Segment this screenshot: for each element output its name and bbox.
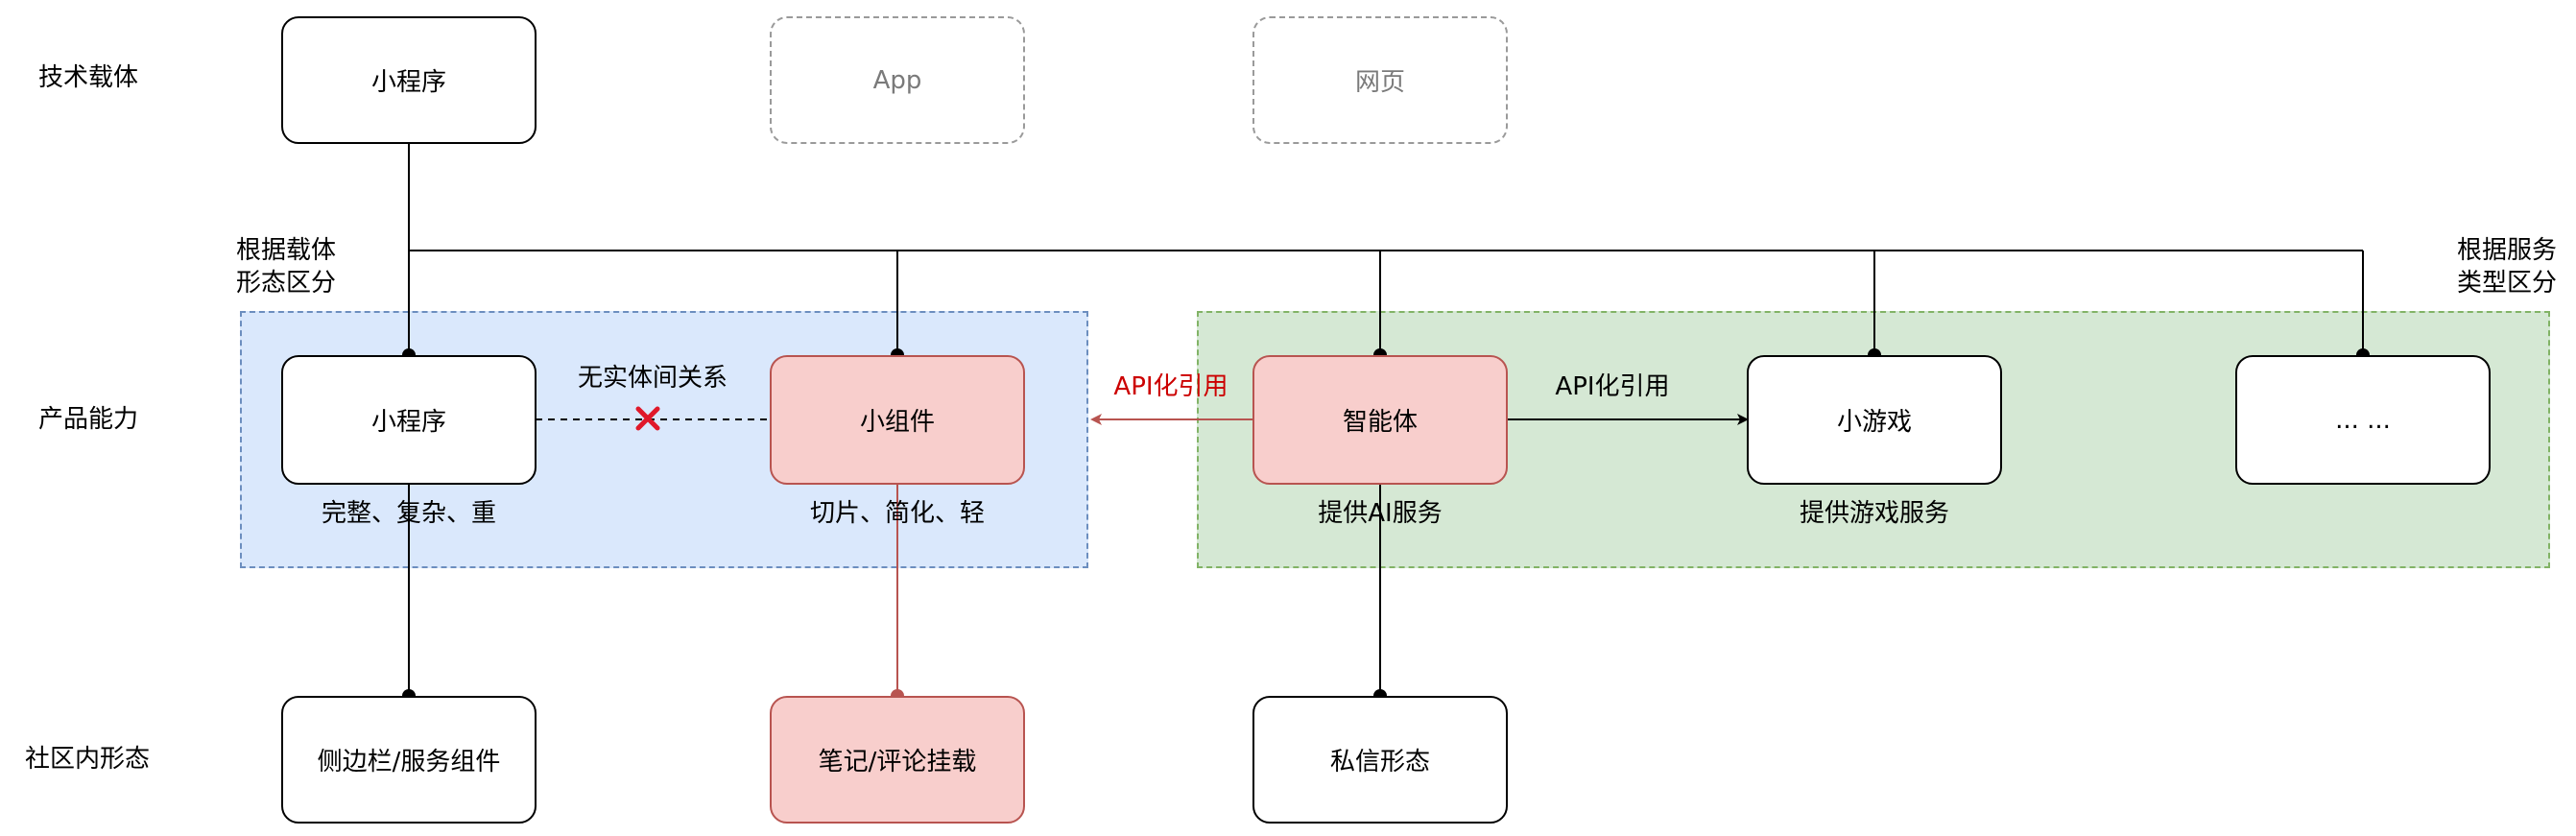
desc-widget: 切片、简化、轻 bbox=[809, 499, 985, 528]
desc-agent: 提供AI服务 bbox=[1318, 499, 1443, 528]
row-label-capability: 产品能力 bbox=[38, 405, 139, 434]
desc-miniprogram: 完整、复杂、重 bbox=[321, 499, 496, 528]
relation-no-relation-label: 无实体间关系 bbox=[577, 364, 727, 393]
relation-api-ref-red-label: API化引用 bbox=[1113, 372, 1228, 401]
row-label-carrier: 技术载体 bbox=[38, 63, 139, 92]
capability-minigame-box[interactable]: 小游戏 bbox=[1747, 355, 2002, 485]
capability-agent-box[interactable]: 智能体 bbox=[1252, 355, 1508, 485]
carrier-webpage-box[interactable]: 网页 bbox=[1252, 16, 1508, 144]
capability-miniprogram-box[interactable]: 小程序 bbox=[281, 355, 537, 485]
group-label-left-line1: 根据载体 bbox=[236, 236, 337, 265]
group-label-right-line2: 类型区分 bbox=[2456, 269, 2557, 298]
row-label-community: 社区内形态 bbox=[25, 745, 151, 774]
form-notes-box[interactable]: 笔记/评论挂载 bbox=[770, 696, 1025, 824]
group-label-left-line2: 形态区分 bbox=[236, 269, 337, 298]
form-dm-box[interactable]: 私信形态 bbox=[1252, 696, 1508, 824]
capability-more-box[interactable]: ... ... bbox=[2235, 355, 2491, 485]
form-sidebar-box[interactable]: 侧边栏/服务组件 bbox=[281, 696, 537, 824]
group-label-right-line1: 根据服务 bbox=[2456, 236, 2557, 265]
desc-minigame: 提供游戏服务 bbox=[1799, 499, 1949, 528]
cross-icon bbox=[635, 406, 660, 431]
carrier-app-box[interactable]: App bbox=[770, 16, 1025, 144]
relation-api-ref-black-label: API化引用 bbox=[1555, 372, 1670, 401]
carrier-miniprogram-box[interactable]: 小程序 bbox=[281, 16, 537, 144]
group-label-service-type: 根据服务 类型区分 bbox=[2438, 234, 2557, 299]
group-label-carrier-form: 根据载体 形态区分 bbox=[236, 234, 336, 299]
capability-widget-box[interactable]: 小组件 bbox=[770, 355, 1025, 485]
